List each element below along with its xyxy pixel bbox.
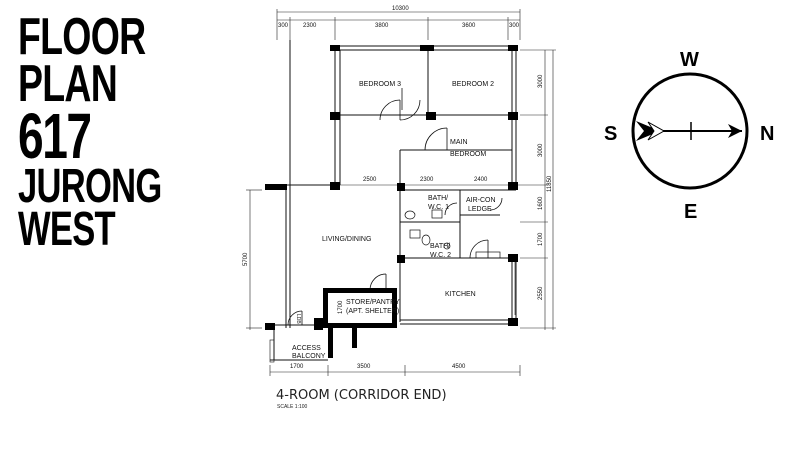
dim-right-3000-a: 3000 xyxy=(538,74,544,88)
floor-plan-title: FLOOR PLAN 617 JURONG WEST xyxy=(18,8,168,257)
room-label-main-bedroom-2: BEDROOM xyxy=(450,151,486,158)
dim-top-300-a: 300 xyxy=(278,23,289,29)
dim-right-3000-b: 3000 xyxy=(538,143,544,157)
dim-bot-4500: 4500 xyxy=(452,364,466,370)
dim-right-1700: 1700 xyxy=(538,232,544,246)
compass-tail-icon xyxy=(636,121,660,141)
title-line-1: FLOOR xyxy=(18,8,146,66)
room-label-aircon-b: LEDGE xyxy=(468,206,492,213)
room-label-bedroom-3: BEDROOM 3 xyxy=(359,81,401,88)
compass-label-e: E xyxy=(684,201,697,223)
room-label-kitchen: KITCHEN xyxy=(445,291,476,298)
plan-scale: SCALE 1:100 xyxy=(277,404,308,410)
dim-top-300-b: 300 xyxy=(509,23,520,29)
dim-left-5700: 5700 xyxy=(243,252,249,266)
bath-fixtures xyxy=(404,209,501,259)
dim-bot-3500: 3500 xyxy=(357,364,371,370)
compass-tail-inner-icon xyxy=(647,121,666,141)
compass-label-s: S xyxy=(604,123,617,145)
dim-top-total: 10300 xyxy=(392,6,409,12)
dim-mid-2300: 2300 xyxy=(420,177,434,183)
dim-top-2300: 2300 xyxy=(303,23,317,29)
room-label-main-bedroom-1: MAIN xyxy=(450,139,468,146)
room-label-bath-2-b: W.C. 2 xyxy=(430,252,451,259)
title-line-2: PLAN xyxy=(18,54,118,113)
dim-right-total: 11850 xyxy=(547,175,553,192)
compass-label-w: W xyxy=(680,49,699,71)
dim-bot-1700: 1700 xyxy=(290,364,304,370)
room-label-bath-1-a: BATH/ xyxy=(428,195,448,202)
door-swings xyxy=(287,88,503,326)
dim-mid-2500: 2500 xyxy=(363,177,377,183)
thin-walls xyxy=(270,40,517,361)
dim-top-3800: 3800 xyxy=(375,23,389,29)
compass-arrow-icon xyxy=(728,124,742,138)
room-label-access-a: ACCESS xyxy=(292,345,321,352)
dim-right-2550: 2550 xyxy=(538,286,544,300)
room-label-bath-1-b: W.C. 1 xyxy=(428,204,449,211)
windows xyxy=(269,262,516,363)
room-label-ldb: LDB xyxy=(295,314,301,324)
dim-store-1700: 1700 xyxy=(338,300,344,314)
compass-ring xyxy=(631,72,749,190)
thick-walls xyxy=(265,45,518,358)
room-label-access-b: BALCONY xyxy=(292,353,326,360)
room-label-store-a: STORE/PANTRY xyxy=(346,299,400,306)
room-label-living-dining: LIVING/DINING xyxy=(322,236,371,243)
title-line-3: 617 xyxy=(18,99,92,172)
room-label-bath-2-a: BATH/ xyxy=(430,243,450,250)
dim-mid-2400: 2400 xyxy=(474,177,488,183)
room-label-store-b: (APT. SHELTER) xyxy=(346,308,399,315)
plan-caption: 4-ROOM (CORRIDOR END) xyxy=(276,388,447,403)
dim-right-1600: 1600 xyxy=(538,196,544,210)
dim-top-3600: 3600 xyxy=(462,23,476,29)
dimension-lines xyxy=(246,9,556,376)
room-label-aircon-a: AIR-CON xyxy=(466,197,496,204)
title-line-5: WEST xyxy=(18,203,116,257)
compass: W S N E xyxy=(604,49,774,223)
compass-label-n: N xyxy=(760,123,774,145)
room-label-bedroom-2: BEDROOM 2 xyxy=(452,81,494,88)
